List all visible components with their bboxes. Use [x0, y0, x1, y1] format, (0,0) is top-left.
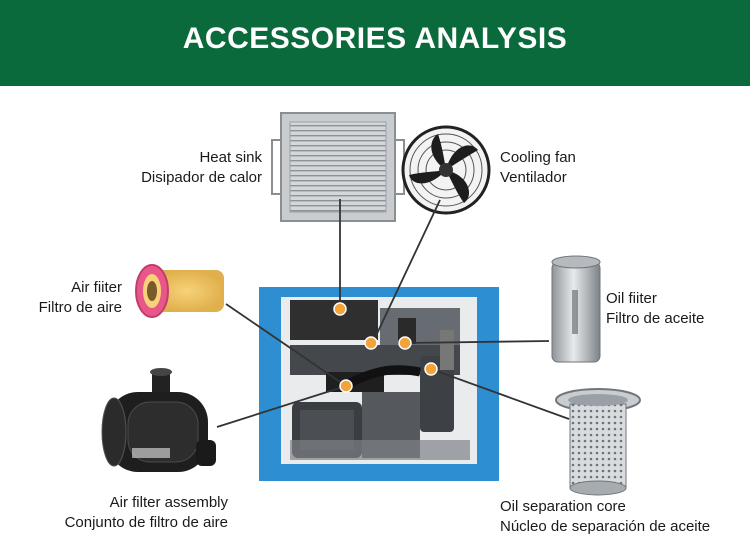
air-filter-marker: [339, 379, 353, 393]
air-filter-label: Air fiiter Filtro de aire: [39, 278, 122, 318]
air-filter-leader: [225, 303, 347, 387]
leader-lines: [216, 199, 570, 428]
oil-separation-core-label-en: Oil separation core: [500, 498, 626, 515]
oil-filter-label-es: Filtro de aceite: [606, 310, 705, 327]
oil-separation-core-image: [555, 388, 641, 496]
oil-separation-core-label-es: Núcleo de separación de aceite: [500, 518, 711, 535]
cooling-fan-leader: [373, 199, 441, 341]
air-filter-assembly-leader: [216, 385, 347, 428]
title-banner: ACCESSORIES ANALYSIS: [0, 0, 750, 86]
markers: [333, 302, 438, 393]
page-title: ACCESSORIES ANALYSIS: [182, 22, 568, 55]
cooling-fan-label: Cooling fan Ventilador: [500, 148, 576, 188]
heat-sink-image: [271, 112, 405, 222]
heat-sink-label-en: Heat sink: [199, 149, 262, 166]
air-filter-assembly-label-en: Air filter assembly: [109, 494, 228, 511]
oil-filter-label-en: Oil fiiter: [606, 290, 657, 307]
oil-filter-marker: [398, 336, 412, 350]
air-filter-label-es: Filtro de aire: [38, 299, 122, 316]
cooling-fan-label-es: Ventilador: [500, 169, 567, 186]
compressor-unit: [259, 287, 499, 481]
heat-sink-label-es: Disipador de calor: [141, 169, 262, 186]
oil-separation-core-leader: [430, 368, 570, 420]
cooling-fan-marker: [364, 336, 378, 350]
air-filter-assembly-image: [101, 368, 216, 472]
air-filter-assembly-label-es: Conjunto de filtro de aire: [64, 514, 228, 531]
cooling-fan-image: [401, 125, 491, 215]
oil-filter-leader: [404, 340, 550, 344]
air-filter-image: [135, 264, 224, 318]
cooling-fan-label-en: Cooling fan: [500, 149, 576, 166]
oil-filter-image: [551, 255, 601, 363]
air-filter-label-en: Air fiiter: [71, 279, 122, 296]
air-filter-assembly-label: Air filter assembly Conjunto de filtro d…: [65, 493, 228, 533]
oil-filter-label: Oil fiiter Filtro de aceite: [606, 289, 704, 329]
oil-separation-core-marker: [424, 362, 438, 376]
heat-sink-marker: [333, 302, 347, 316]
heat-sink-label: Heat sink Disipador de calor: [141, 148, 262, 188]
oil-separation-core-label: Oil separation core Núcleo de separación…: [500, 497, 710, 537]
